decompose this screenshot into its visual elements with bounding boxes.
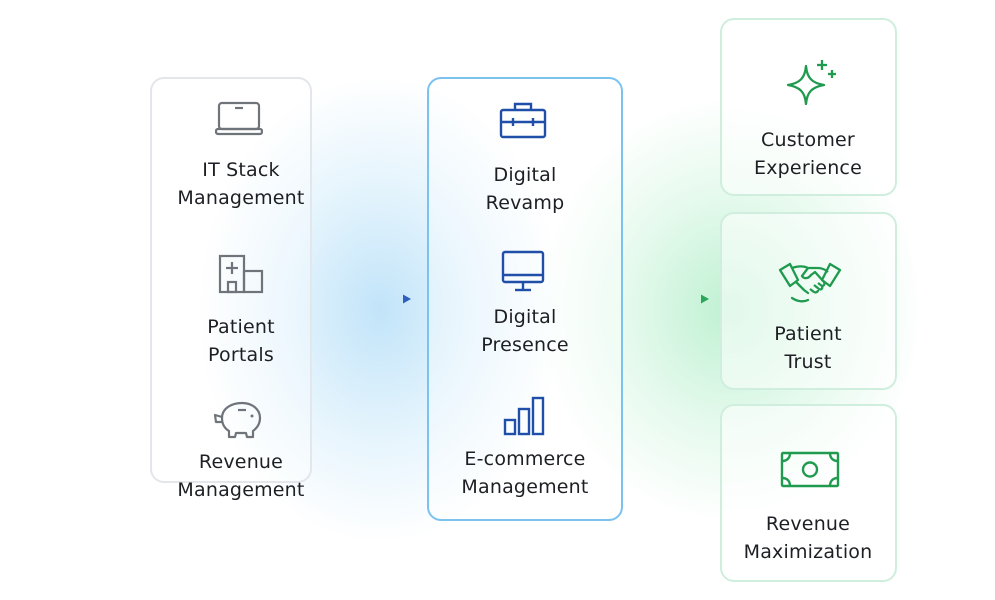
label-line-1: Revenue	[198, 451, 284, 473]
left-item-label: Revenue Management	[131, 448, 351, 504]
label-line-2: Presence	[481, 334, 569, 356]
laptop-icon	[215, 101, 263, 136]
label-line-1: Digital	[493, 164, 557, 186]
bar-chart-icon	[503, 396, 545, 436]
outcome-card-patient-trust: Patient Trust	[720, 212, 897, 390]
label-line-2: Management	[177, 187, 305, 209]
label-line-1: IT Stack	[202, 159, 280, 181]
left-column-card	[150, 77, 312, 483]
sparkle-icon	[786, 60, 836, 106]
label-line-1: Customer	[761, 129, 855, 151]
label-line-1: E-commerce	[464, 448, 586, 470]
label-line-2: Experience	[754, 157, 862, 179]
handshake-icon	[778, 262, 842, 303]
label-line-2: Trust	[784, 351, 832, 373]
hospital-icon	[218, 254, 264, 294]
label-line-2: Management	[177, 479, 305, 501]
monitor-icon	[501, 250, 545, 292]
outcome-label: Customer Experience	[698, 126, 918, 182]
middle-item-label: Digital Revamp	[415, 161, 635, 217]
piggy-bank-icon	[213, 401, 262, 439]
arrow-right-icon	[345, 294, 411, 304]
outcome-label: Patient Trust	[698, 320, 918, 376]
briefcase-icon	[499, 102, 547, 139]
outcome-label: Revenue Maximization	[698, 510, 918, 566]
middle-item-label: E-commerce Management	[415, 445, 635, 501]
label-line-1: Patient	[774, 323, 842, 345]
middle-column-card	[427, 77, 623, 521]
outcome-card-customer-experience: Customer Experience	[720, 18, 897, 196]
left-item-label: IT Stack Management	[131, 156, 351, 212]
label-line-1: Patient	[207, 316, 275, 338]
label-line-1: Revenue	[765, 513, 851, 535]
outcome-card-revenue-maximization: Revenue Maximization	[720, 404, 897, 582]
middle-item-label: Digital Presence	[415, 303, 635, 359]
left-item-label: Patient Portals	[131, 313, 351, 369]
label-line-2: Management	[461, 476, 589, 498]
label-line-2: Maximization	[743, 541, 873, 563]
label-line-2: Revamp	[485, 192, 565, 214]
label-line-1: Digital	[493, 306, 557, 328]
banknote-icon	[780, 451, 840, 488]
arrow-right-icon	[663, 294, 709, 304]
label-line-2: Portals	[208, 344, 274, 366]
